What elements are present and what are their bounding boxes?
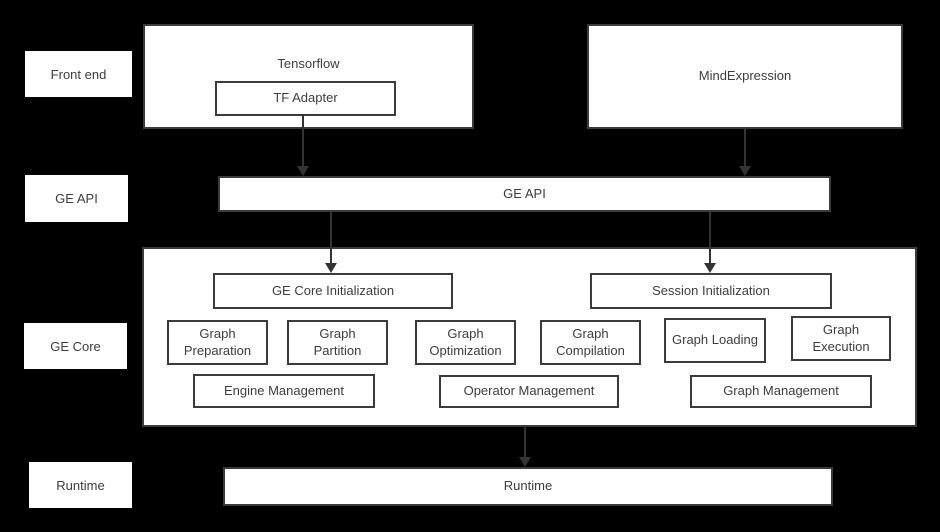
tensorflow-title: Tensorflow	[277, 56, 340, 71]
ge-core-initialization-box: GE Core Initialization	[213, 273, 453, 309]
arrow-head-icon	[519, 457, 531, 467]
tensorflow-box: Tensorflow TF Adapter	[143, 24, 474, 129]
side-label-front-end: Front end	[25, 51, 132, 97]
side-label-front-end-text: Front end	[50, 66, 107, 82]
arrow-shaft	[709, 212, 711, 264]
arrow-head-icon	[325, 263, 337, 273]
module-label-graph-optimization: Graph Optimization	[429, 326, 502, 358]
module-label-graph-compilation: Graph Compilation	[556, 326, 625, 358]
mindexpression-label: MindExpression	[698, 68, 792, 84]
module-box-graph-preparation: Graph Preparation	[167, 320, 268, 365]
arrow-shaft	[330, 212, 332, 264]
tf-adapter-label: TF Adapter	[273, 90, 338, 106]
mindexpression-box: MindExpression	[587, 24, 903, 129]
module-label-graph-partition: Graph Partition	[313, 326, 362, 358]
management-label-graph: Graph Management	[723, 383, 839, 399]
side-label-ge-core-text: GE Core	[50, 338, 101, 354]
arrow-shaft	[524, 426, 526, 458]
module-box-graph-optimization: Graph Optimization	[415, 320, 516, 365]
management-label-engine: Engine Management	[224, 382, 344, 398]
ge-core-initialization-label: GE Core Initialization	[271, 282, 395, 298]
tf-adapter-box: TF Adapter	[215, 81, 396, 116]
side-label-runtime-text: Runtime	[56, 477, 105, 493]
side-label-runtime: Runtime	[29, 462, 132, 508]
arrow-ge-api-to-session-initialization	[704, 212, 716, 273]
arrow-ge-api-to-core-initialization	[325, 212, 337, 273]
arrow-head-icon	[739, 166, 751, 176]
management-label-operator: Operator Management	[463, 383, 595, 399]
arrow-tf-adapter-to-ge-api	[297, 114, 309, 176]
session-initialization-box: Session Initialization	[590, 273, 832, 309]
runtime-bar: Runtime	[223, 467, 833, 506]
arrow-shaft	[744, 129, 746, 167]
session-initialization-label: Session Initialization	[652, 282, 770, 298]
arrow-mindexpression-to-ge-api	[739, 129, 751, 176]
arrow-shaft	[302, 114, 304, 167]
side-label-ge-api: GE API	[25, 175, 128, 222]
management-box-graph: Graph Management	[690, 375, 872, 408]
management-box-engine: Engine Management	[193, 374, 375, 408]
ge-api-bar-label: GE API	[503, 185, 546, 201]
side-label-ge-core: GE Core	[24, 323, 127, 369]
arrow-head-icon	[704, 263, 716, 273]
module-box-graph-compilation: Graph Compilation	[540, 320, 641, 365]
module-label-graph-loading: Graph Loading	[672, 332, 759, 348]
management-box-operator: Operator Management	[439, 375, 619, 408]
arrow-head-icon	[297, 166, 309, 176]
module-label-graph-execution: Graph Execution	[812, 322, 870, 354]
module-label-graph-preparation: Graph Preparation	[183, 326, 252, 358]
runtime-bar-label: Runtime	[503, 478, 553, 494]
arrow-ge-core-to-runtime	[519, 426, 531, 467]
module-box-graph-loading: Graph Loading	[664, 318, 766, 363]
module-box-graph-partition: Graph Partition	[287, 320, 388, 365]
ge-api-bar: GE API	[218, 176, 831, 212]
side-label-ge-api-text: GE API	[55, 191, 98, 206]
module-box-graph-execution: Graph Execution	[791, 316, 891, 361]
